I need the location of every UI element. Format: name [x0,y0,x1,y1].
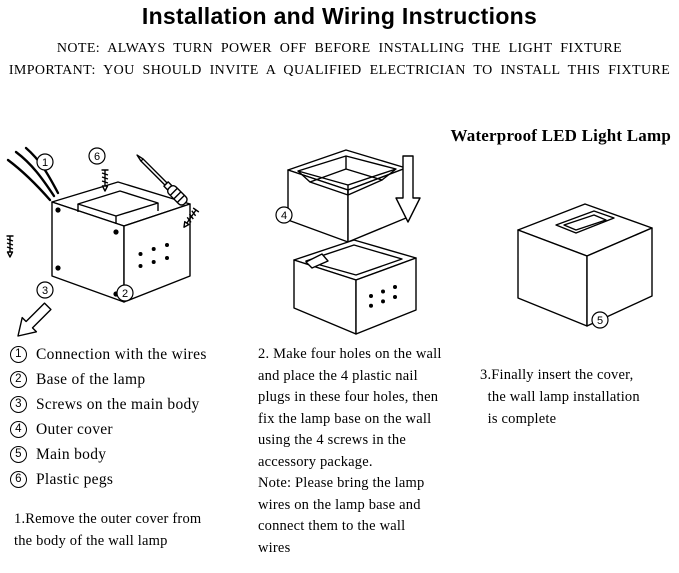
legend-item: 1 Connection with the wires [10,342,207,367]
callout-cover: 4 [275,206,293,224]
legend-item: 5 Main body [10,442,207,467]
legend-item: 3 Screws on the main body [10,392,207,417]
assembled-lamp-drawing [517,203,653,327]
callout-number: 6 [10,471,27,488]
step-1-text: 1.Remove the outer cover from the body o… [14,511,202,549]
svg-text:1: 1 [42,157,48,169]
svg-text:2: 2 [122,288,128,300]
legend-item-label: Screws on the main body [36,395,200,413]
callout-screws: 3 [36,281,54,299]
step-2-text: 2. Make four holes on the wall and place… [258,346,442,556]
callout-number: 2 [10,371,27,388]
page-title: Installation and Wiring Instructions [141,3,538,29]
svg-text:5: 5 [597,315,603,327]
callout-number: 4 [10,421,27,438]
callout-number: 5 [10,446,27,463]
step-3-text: 3.Finally insert the cover, the wall lam… [480,367,640,427]
callout-number: 1 [10,346,27,363]
screwdriver-icon [136,154,188,206]
legend-item: 6 Plastic pegs [10,467,207,492]
legend-item: 2 Base of the lamp [10,367,207,392]
note-line: NOTE: ALWAYS TURN POWER OFF BEFORE INSTA… [56,41,623,56]
parts-legend: 1 Connection with the wires 2 Base of th… [10,342,207,492]
down-arrow-icon [395,155,421,223]
important-line: IMPORTANT: YOU SHOULD INVITE A QUALIFIED… [8,63,671,78]
callout-body: 5 [591,311,609,329]
svg-text:3: 3 [42,285,48,297]
legend-item-label: Main body [36,445,107,463]
callout-pegs: 6 [88,147,106,165]
legend-item: 4 Outer cover [10,417,207,442]
figure-step2-diagram: 4 [275,149,421,335]
figure-step1-diagram: 1 6 3 2 [5,146,200,337]
legend-item-label: Connection with the wires [36,345,207,363]
svg-text:6: 6 [94,151,100,163]
callout-number: 3 [10,396,27,413]
direction-arrow-icon [17,302,52,337]
lamp-base-drawing [51,181,191,303]
product-name: Waterproof LED Light Lamp [450,126,671,145]
legend-item-label: Base of the lamp [36,370,146,388]
callout-wires: 1 [36,153,54,171]
top-slot [555,210,615,234]
svg-text:4: 4 [281,210,287,222]
outer-cover-drawing [287,149,407,243]
callout-base: 2 [116,284,134,302]
lamp-body-drawing [293,239,417,335]
legend-item-label: Outer cover [36,420,113,438]
legend-item-label: Plastic pegs [36,470,114,488]
figure-step3-diagram: 5 [517,203,653,329]
